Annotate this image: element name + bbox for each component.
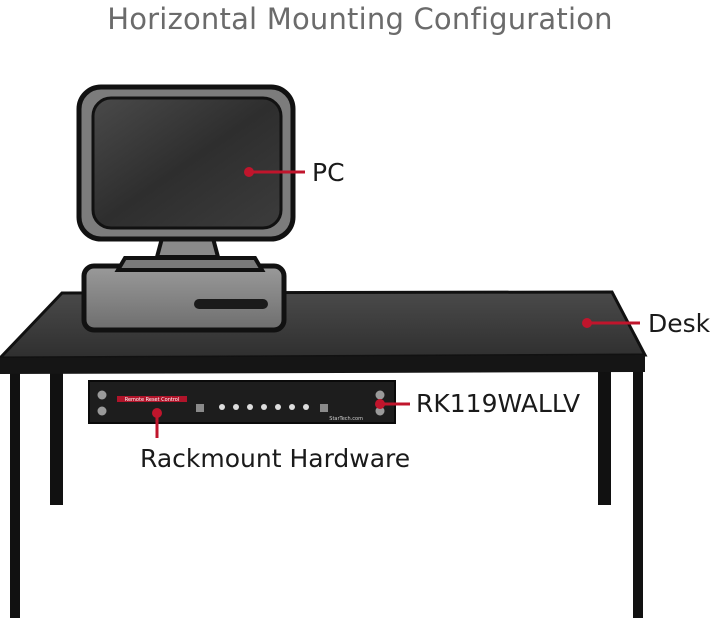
desk-legs <box>10 360 643 618</box>
pc-label: PC <box>312 158 345 187</box>
pc-case <box>81 263 287 333</box>
model-label: RK119WALLV <box>416 389 580 418</box>
device-brand-text: Remote Reset Control <box>125 397 180 403</box>
callout-model: RK119WALLV <box>375 389 580 418</box>
callout-rackmount: Rackmount Hardware <box>140 408 410 473</box>
rackmount-label: Rackmount Hardware <box>140 444 410 473</box>
callout-desk: Desk <box>582 309 711 338</box>
rackmount-device: Remote Reset Control StarTech.com <box>88 380 396 424</box>
callout-pc: PC <box>244 158 345 187</box>
device-vendor-text: StarTech.com <box>329 416 363 422</box>
diagram-title: Horizontal Mounting Configuration <box>107 2 613 36</box>
monitor <box>76 84 296 242</box>
desk-label: Desk <box>648 309 711 338</box>
